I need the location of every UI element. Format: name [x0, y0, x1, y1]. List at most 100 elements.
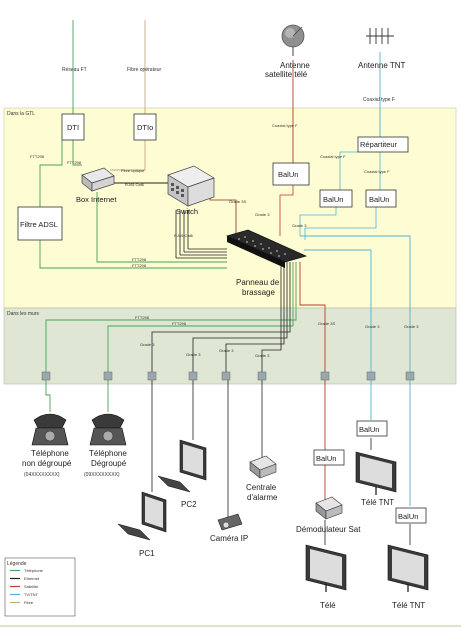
balun-sat-box — [272, 162, 310, 186]
telephone-icon — [89, 413, 127, 446]
cable-ftt298-d: FTT298 — [132, 263, 147, 268]
cable-rj45: RJ45 Cat6 — [125, 182, 145, 187]
fibre-operateur-label: Fibre opérateur — [127, 67, 162, 73]
balun-tnt1-label: BalUn — [359, 425, 379, 434]
telephone-icon — [31, 413, 69, 446]
patch-panel-icon — [225, 229, 308, 268]
wall-outlet — [147, 371, 157, 381]
antenne-sat-label: Antenne — [280, 61, 310, 70]
tel-ng-label-1: Téléphone — [31, 449, 69, 458]
tel-d-label-3: (09XXXXXXXX) — [84, 472, 120, 478]
tnt-antenna-icon — [366, 28, 394, 44]
balun-tnt1-box — [356, 420, 388, 437]
legend-item-label: Ethernet — [24, 576, 40, 581]
wall-outlet — [188, 371, 198, 381]
repartiteur-box — [357, 136, 409, 153]
pc2-label: PC2 — [181, 500, 197, 509]
alarm-panel-icon — [249, 455, 277, 479]
filtre-adsl-label: Filtre ADSL — [20, 220, 58, 229]
camera-label: Caméra IP — [210, 534, 248, 543]
cable-coax-sat: Coaxial type F — [272, 123, 298, 128]
legend: Légende TéléphoneEthernetSatelliteTV/TNT… — [4, 557, 76, 617]
cable-ftt298-c: FTT298 — [132, 257, 147, 262]
legend-item-label: Téléphone — [24, 568, 44, 573]
camera-icon — [217, 513, 243, 531]
alarme-label-1: Centrale — [246, 483, 277, 492]
balun-tnt2-label: BalUn — [398, 512, 418, 521]
tele-tnt2-label: Télé TNT — [392, 601, 425, 610]
cable-coax-right: Coaxial type F — [364, 169, 390, 174]
cable-rj45-b: RJ45 Cat6 — [174, 233, 194, 238]
legend-title: Légende — [7, 561, 27, 567]
dtio-label: DTIo — [137, 123, 153, 132]
balun-b-box — [365, 189, 397, 208]
wall-outlet — [320, 371, 330, 381]
cable-grade3s-m: Grade 3S — [318, 321, 335, 326]
tele-label: Télé — [320, 601, 336, 610]
panel-label-1: Panneau de — [236, 278, 280, 287]
tel-d-label-1: Téléphone — [89, 449, 127, 458]
wall-outlet — [405, 371, 415, 381]
cable-ftt298-f: FTT298 — [172, 321, 187, 326]
balun-tnt2-box — [395, 507, 427, 524]
box-internet-icon — [81, 167, 115, 192]
legend-item-label: Satellite — [24, 584, 39, 589]
balun-b-label: BalUn — [369, 195, 389, 204]
zone-murs-label: Dans les murs — [7, 311, 39, 317]
balun-a-label: BalUn — [323, 195, 343, 204]
computer-icon — [117, 491, 167, 541]
pc1-label: PC1 — [139, 549, 155, 558]
tel-ng-label-3: (04XXXXXXXX) — [24, 472, 60, 478]
filtre-adsl-box — [17, 206, 63, 241]
tv-icon — [305, 544, 347, 592]
legend-item-label: TV/TNT — [24, 592, 39, 597]
antenne-tnt-label: Antenne TNT — [358, 61, 406, 70]
balun-demod-label: BalUn — [316, 454, 336, 463]
balun-a-box — [319, 189, 353, 208]
cable-grade3-w2: Grade 3 — [186, 352, 201, 357]
zone-gtl-label: Dans la GTL — [7, 111, 35, 117]
wall-outlet — [103, 371, 113, 381]
balun-sat-label: BalUn — [278, 170, 298, 179]
cable-grade3-m2: Grade 3 — [404, 324, 419, 329]
repartiteur-label: Répartiteur — [360, 140, 398, 149]
cable-coax-left: Coaxial type F — [320, 154, 346, 159]
switch-icon — [167, 165, 215, 207]
tel-ng-label-2: non dégroupé — [22, 459, 72, 468]
wall-outlet — [257, 371, 267, 381]
cable-grade3-a: Grade 3 — [255, 212, 270, 217]
dti-box — [61, 113, 85, 141]
cable-fibre-optique: Fibre optique — [121, 168, 145, 173]
wall-outlet — [221, 371, 231, 381]
cable-grade3-w1: Grade 3 — [140, 342, 155, 347]
dti-label: DTI — [67, 123, 79, 132]
panel-label-2: brassage — [242, 288, 275, 297]
balun-demod-box — [313, 449, 345, 466]
coax-top-label: Coaxial type F — [363, 97, 395, 103]
wall-outlet — [41, 371, 51, 381]
tel-d-label-2: Dégroupé — [91, 459, 127, 468]
switch-label: Switch — [176, 207, 198, 216]
tv-icon — [355, 451, 397, 495]
antenne-sat-label-2: satellite télé — [265, 70, 308, 79]
cable-grade3-w3: Grade 3 — [219, 348, 234, 353]
zone-murs — [3, 307, 457, 385]
alarme-label-2: d'alarme — [247, 493, 278, 502]
wall-outlets — [41, 371, 415, 381]
cable-grade3-w4: Grade 3 — [255, 353, 270, 358]
cable-grade3s-sw: Grade 3S — [229, 199, 246, 204]
cable-grade3-b: Grade 3 — [292, 223, 307, 228]
reseau-ft-label: Réseau FT — [62, 67, 87, 73]
satellite-receiver-icon — [315, 496, 343, 520]
box-internet-label: Box Internet — [76, 195, 117, 204]
satellite-dish-icon — [281, 24, 305, 56]
wall-outlet — [366, 371, 376, 381]
tv-icon — [387, 544, 429, 592]
computer-icon — [157, 439, 207, 493]
cable-grade3-m1: Grade 3 — [365, 324, 380, 329]
legend-item-label: Fibre — [24, 600, 34, 605]
cable-ftt298-e: FTT298 — [135, 315, 150, 320]
dtio-box — [133, 113, 157, 141]
tele-tnt1-label: Télé TNT — [361, 498, 394, 507]
